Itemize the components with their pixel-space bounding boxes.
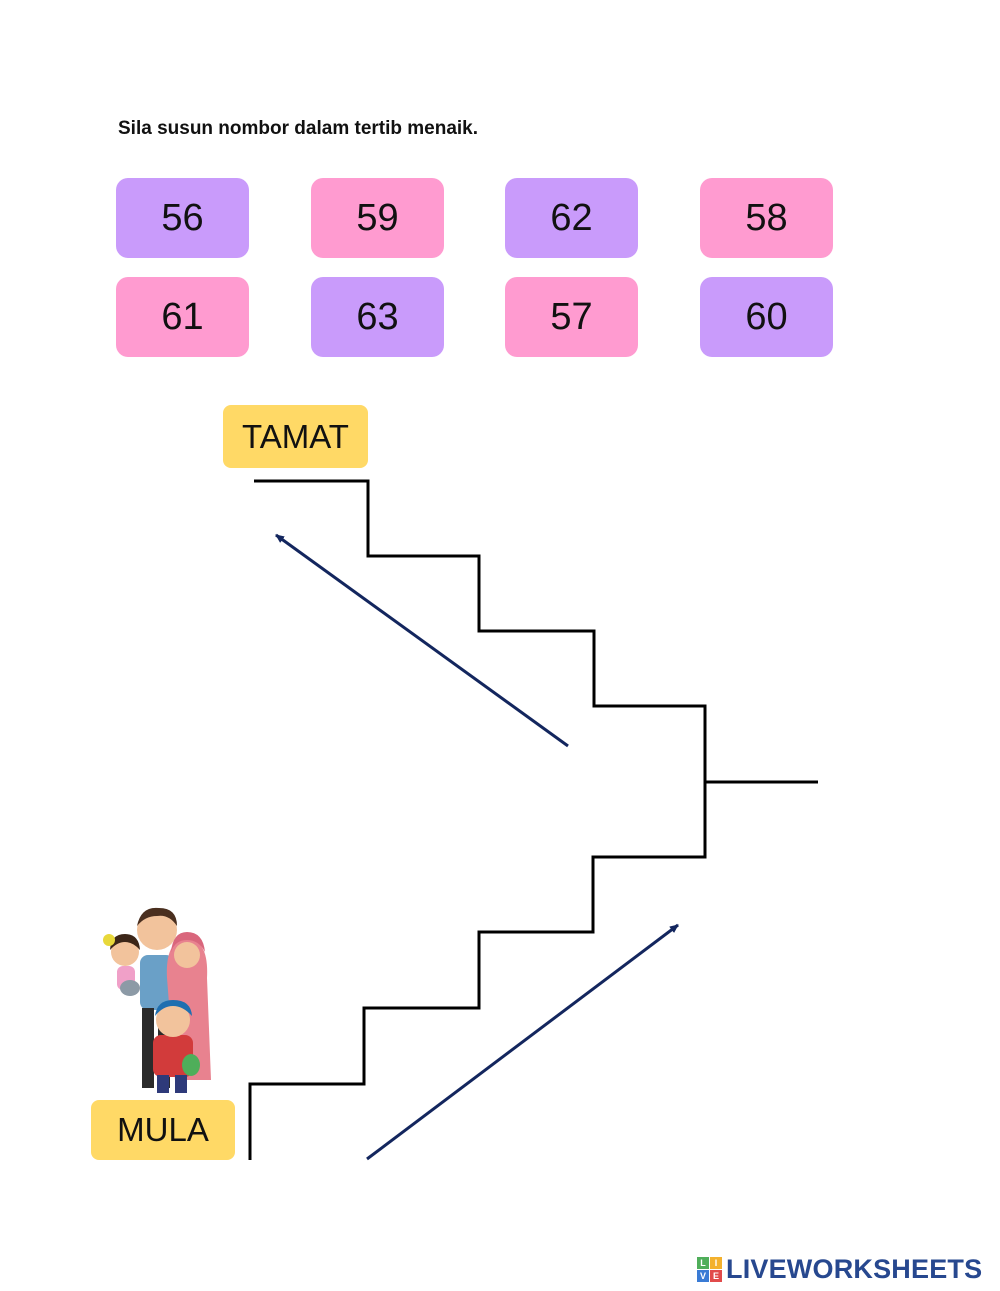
number-tile[interactable]: 63 (311, 277, 444, 357)
brand-name: LIVEWORKSHEETS (726, 1253, 983, 1284)
brand-icon-letter: E (710, 1269, 722, 1282)
instruction-text: Sila susun nombor dalam tertib menaik. (118, 118, 479, 139)
number-tile[interactable]: 59 (311, 178, 444, 258)
number-tile[interactable]: 60 (700, 277, 833, 357)
brand-icon-letter: L (697, 1256, 709, 1269)
arrow-up-left (275, 533, 569, 748)
number-tile[interactable]: 61 (116, 277, 249, 357)
brand-icon-letter: V (697, 1269, 709, 1282)
family-illustration (103, 907, 211, 1093)
arrow-up-right (366, 923, 679, 1161)
staircase-lines (248, 479, 707, 1160)
number-tile[interactable]: 57 (505, 277, 638, 357)
number-tile[interactable]: 56 (116, 178, 249, 258)
number-tile[interactable]: 62 (505, 178, 638, 258)
number-tile[interactable]: 58 (700, 178, 833, 258)
liveworksheets-logo: L I V E LIVEWORKSHEETS (697, 1252, 982, 1286)
end-label: TAMAT (223, 405, 368, 468)
brand-icon-letter: I (710, 1256, 722, 1269)
brand-icon: L I V E (697, 1256, 722, 1282)
start-label: MULA (91, 1100, 235, 1160)
